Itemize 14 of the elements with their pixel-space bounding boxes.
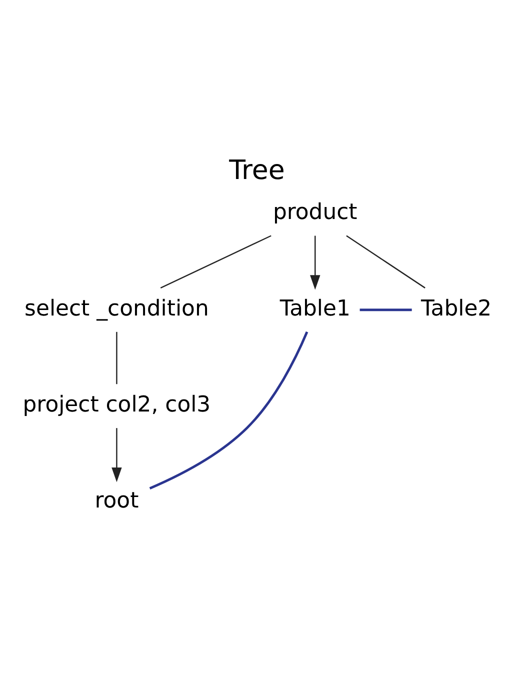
connector xyxy=(149,330,308,489)
node-text: project col2, col3 xyxy=(22,392,211,417)
node-text: Table1 xyxy=(280,296,350,321)
connector xyxy=(360,308,412,311)
connector xyxy=(346,234,426,288)
arrow xyxy=(310,235,320,290)
node-text: Table2 xyxy=(421,296,492,321)
arrow xyxy=(112,428,122,482)
diagram-title: Tree xyxy=(229,154,285,186)
connector xyxy=(160,234,272,288)
node-text: root xyxy=(94,488,139,514)
node-text: product xyxy=(272,200,358,225)
connector xyxy=(116,331,118,384)
node-text: select _condition xyxy=(24,296,209,321)
